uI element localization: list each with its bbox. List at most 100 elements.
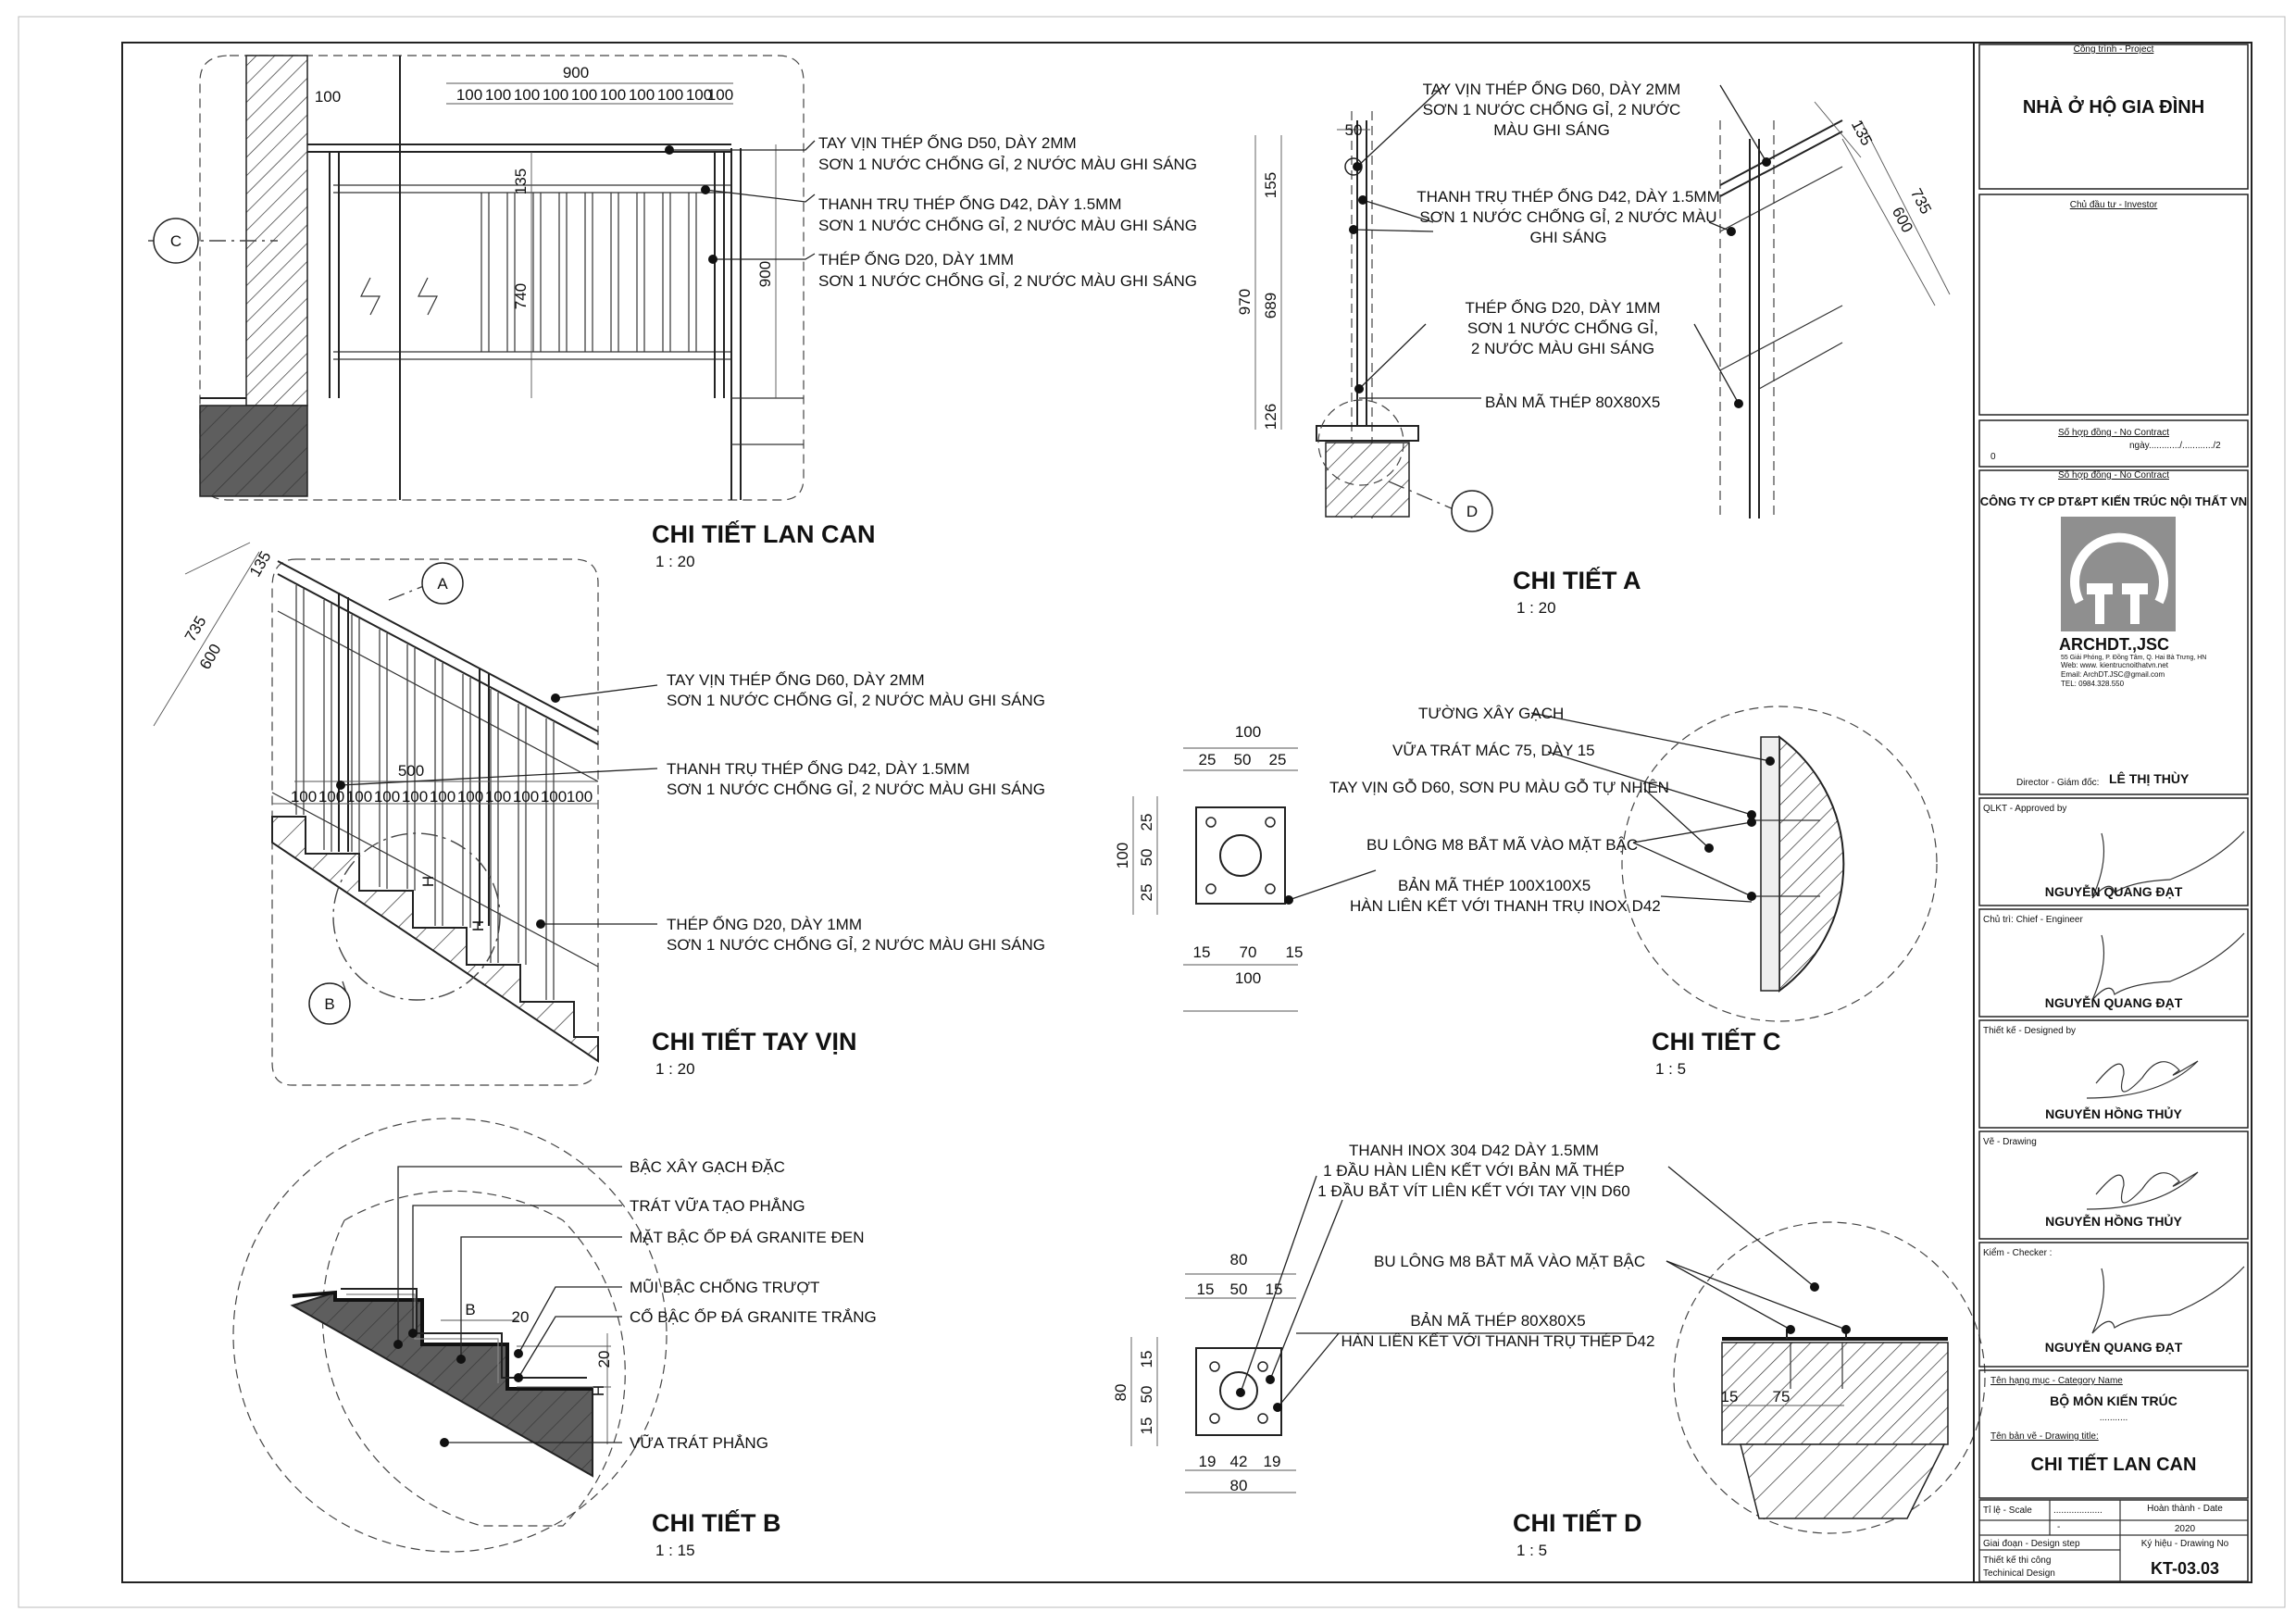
d-dim-bottom-19b: 19 (1264, 1453, 1281, 1470)
callout-b-label: B (324, 995, 334, 1013)
a-dim-689: 689 (1262, 293, 1279, 319)
d-dim-top-15b: 15 (1266, 1280, 1283, 1298)
b-dim-h: H (590, 1385, 607, 1396)
d-dim-left-15b: 15 (1138, 1418, 1155, 1435)
tb-category-dots: ........... (2100, 1413, 2128, 1423)
c-dim-left-100: 100 (1114, 843, 1131, 868)
tb-approved: NGUYỄN QUANG ĐẠT (2045, 884, 2183, 899)
tb-step-vn: Thiết kế thi công (1983, 1555, 2051, 1566)
svg-text:MŨI BẬC CHỐNG TRƯỢT: MŨI BẬC CHỐNG TRƯỢT (630, 1278, 819, 1296)
tb-date-label: Hoàn thành - Date (2147, 1504, 2223, 1514)
svg-text:Email: ArchDT.JSC@gmail.com: Email: ArchDT.JSC@gmail.com (2061, 670, 2165, 679)
svg-text:SƠN 1 NƯỚC CHỐNG GỈ, 2 NƯỚC MÀ: SƠN 1 NƯỚC CHỐNG GỈ, 2 NƯỚC MÀU GHI SÁNG (818, 216, 1197, 234)
scale-d: 1 : 5 (1516, 1542, 1547, 1559)
svg-text:100: 100 (657, 86, 683, 104)
c-notes: TƯỜNG XÂY GẠCH VỮA TRÁT MÁC 75, DÀY 15 T… (1329, 705, 1669, 915)
view-c: 100 25 50 25 100 25 50 25 15 70 15 100 T… (1114, 705, 1938, 1078)
svg-text:THÉP ỐNG D20, DÀY 1MM: THÉP ỐNG D20, DÀY 1MM (1466, 298, 1661, 317)
d-dim-top-15a: 15 (1197, 1280, 1215, 1298)
view-tay-vin: 135 735 600 500 100 100 100 100 100 100 … (153, 542, 1045, 1086)
tb-contract-zero: 0 (1990, 452, 1996, 462)
d-dim-left-80: 80 (1112, 1384, 1129, 1402)
svg-text:THÉP ỐNG D20, DÀY 1MM: THÉP ỐNG D20, DÀY 1MM (667, 915, 862, 933)
view-d: 80 15 50 15 80 15 50 15 19 42 19 80 15 7… (1112, 1142, 1986, 1559)
svg-text:100: 100 (485, 86, 511, 104)
svg-text:100: 100 (513, 788, 539, 806)
svg-text:CỔ BẬC ỐP ĐÁ GRANITE TRẮNG: CỔ BẬC ỐP ĐÁ GRANITE TRẮNG (630, 1307, 877, 1326)
signature-approved (2091, 831, 2245, 899)
a-dim-970: 970 (1236, 289, 1254, 315)
c-dim-bottom-100: 100 (1235, 969, 1261, 987)
svg-text:1 ĐẦU BẮT VÍT LIÊN KẾT VỚI TAY: 1 ĐẦU BẮT VÍT LIÊN KẾT VỚI TAY VỊN D60 (1317, 1182, 1629, 1200)
svg-text:100: 100 (457, 788, 483, 806)
svg-text:100: 100 (430, 788, 455, 806)
callout-c-bubble (153, 218, 199, 264)
tb-brand: ARCHDT.,JSC (2059, 635, 2169, 654)
b-dim-20a: 20 (512, 1308, 530, 1326)
svg-text:SƠN 1 NƯỚC CHỐNG GỈ, 2 NƯỚC: SƠN 1 NƯỚC CHỐNG GỈ, 2 NƯỚC (1423, 100, 1681, 119)
callout-d-bubble (1451, 490, 1493, 532)
d-dim-top-80: 80 (1230, 1251, 1248, 1268)
b-notes: BẬC XÂY GẠCH ĐẶC TRÁT VỮA TẠO PHẲNG MẶT … (630, 1158, 877, 1452)
callout-a-bubble (421, 562, 464, 605)
title-chi-tiet-c: CHI TIẾT C (1652, 1027, 1781, 1056)
tay-vin-notes: TAY VỊN THÉP ỐNG D60, DÀY 2MM SƠN 1 NƯỚC… (667, 670, 1045, 954)
a-dim-735: 735 (1907, 185, 1935, 217)
d-dim-bottom-19a: 19 (1199, 1453, 1217, 1470)
title-chi-tiet-a: CHI TIẾT A (1513, 566, 1641, 594)
tb-checker-label: Kiểm - Checker : (1983, 1247, 2052, 1258)
tb-brand-lines: 55 Giải Phóng, P. Đồng Tâm, Q. Hai Bà Tr… (2061, 653, 2206, 688)
d-base-plate (1195, 1347, 1282, 1436)
tb-contract-label-2: Số hợp đồng - No Contract (2058, 469, 2169, 481)
d-dim-bottom-80: 80 (1230, 1477, 1248, 1494)
c-base-plate (1195, 806, 1286, 905)
svg-text:100: 100 (318, 788, 344, 806)
d-notes: THANH INOX 304 D42 DÀY 1.5MM 1 ĐẦU HÀN L… (1317, 1142, 1654, 1350)
tb-date: 2020 (2175, 1524, 2196, 1534)
svg-text:100: 100 (707, 86, 733, 104)
svg-text:BU LÔNG M8 BẮT MÃ VÀO MẶT BẬC: BU LÔNG M8 BẮT MÃ VÀO MẶT BẬC (1374, 1253, 1645, 1270)
c-dim-left-50: 50 (1138, 849, 1155, 867)
tb-drawing: NGUYỄN HỒNG THỦY (2045, 1213, 2182, 1229)
tb-checker: NGUYỄN QUANG ĐẠT (2045, 1340, 2183, 1355)
svg-text:55 Giải Phóng, P. Đồng Tâm, Q.: 55 Giải Phóng, P. Đồng Tâm, Q. Hai Bà Tr… (2061, 653, 2206, 661)
svg-text:100: 100 (402, 788, 428, 806)
signature-checker (2091, 1266, 2245, 1334)
c-dim-bottom-15a: 15 (1193, 943, 1211, 961)
svg-text:100: 100 (485, 788, 511, 806)
svg-text:THANH TRỤ THÉP ỐNG D42, DÀY 1.: THANH TRỤ THÉP ỐNG D42, DÀY 1.5MM (818, 194, 1121, 213)
svg-text:TAY VỊN THÉP ỐNG D50, DÀY 2MM: TAY VỊN THÉP ỐNG D50, DÀY 2MM (818, 133, 1077, 152)
tb-company: CÔNG TY CP DT&PT KIẾN TRÚC NỘI THẤT VN (1980, 494, 2247, 508)
floor-slab (199, 405, 308, 497)
svg-text:100: 100 (629, 86, 655, 104)
svg-text:SƠN 1 NƯỚC CHỐNG GỈ, 2 NƯỚC MÀ: SƠN 1 NƯỚC CHỐNG GỈ, 2 NƯỚC MÀU (1419, 207, 1716, 226)
svg-text:BẢN MÃ THÉP 80X80X5: BẢN MÃ THÉP 80X80X5 (1410, 1312, 1585, 1330)
callout-b-bubble (308, 982, 351, 1025)
d-dim-left-15a: 15 (1138, 1351, 1155, 1368)
title-chi-tiet-tay-vin: CHI TIẾT TAY VỊN (652, 1027, 857, 1056)
brick-wall (245, 55, 308, 406)
a-dim-600: 600 (1889, 204, 1916, 235)
svg-text:SƠN 1 NƯỚC CHỐNG GỈ, 2 NƯỚC MÀ: SƠN 1 NƯỚC CHỐNG GỈ, 2 NƯỚC MÀU GHI SÁNG (818, 271, 1197, 290)
svg-text:100: 100 (456, 86, 482, 104)
svg-text:100: 100 (567, 788, 593, 806)
tb-contract-label: Số hợp đồng - No Contract (2058, 427, 2169, 438)
d-dim-bottom-42: 42 (1230, 1453, 1248, 1470)
tay-vin-dim-h1: H (419, 876, 437, 887)
svg-text:TAY VỊN GỖ D60, SƠN PU MÀU GỖ: TAY VỊN GỖ D60, SƠN PU MÀU GỖ TỰ NHIÊN (1329, 779, 1669, 796)
a-dim-126: 126 (1262, 404, 1279, 430)
svg-text:VỮA TRÁT MÁC 75, DÀY 15: VỮA TRÁT MÁC 75, DÀY 15 (1392, 742, 1595, 759)
svg-text:2 NƯỚC MÀU GHI SÁNG: 2 NƯỚC MÀU GHI SÁNG (1471, 340, 1654, 357)
tb-investor-label: Chủ đầu tư - Investor (2070, 199, 2158, 210)
company-logo-icon (2061, 517, 2176, 631)
tb-bottom-grid (1978, 1499, 2249, 1582)
scale-lan-can: 1 : 20 (655, 553, 695, 570)
c-detail-circle (1621, 706, 1938, 1022)
view-b: B 20 20 H BẬC XÂY GẠCH ĐẶC TRÁT VỮA TẠO … (232, 1118, 877, 1559)
svg-text:TƯỜNG XÂY GẠCH: TƯỜNG XÂY GẠCH (1418, 705, 1564, 722)
tb-designed-label: Thiết kế - Designed by (1983, 1025, 2076, 1036)
svg-text:TEL: 0984.328.550: TEL: 0984.328.550 (2061, 680, 2125, 688)
c-dim-top-25b: 25 (1269, 751, 1287, 768)
c-dim-top-50: 50 (1234, 751, 1252, 768)
